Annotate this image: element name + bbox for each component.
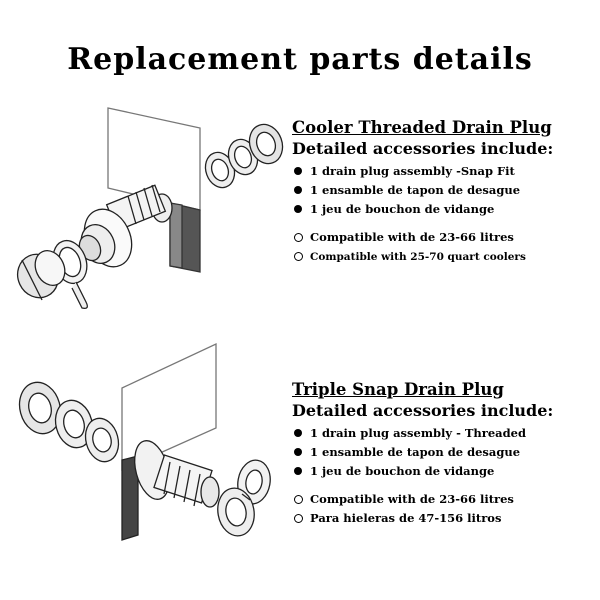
circle-bullet-icon — [294, 233, 303, 242]
cooler-wall-top — [121, 342, 217, 472]
list-item: 1 ensamble de tapon de desague — [292, 443, 592, 462]
bullet-icon — [294, 167, 302, 175]
cooler-wall-side — [121, 455, 139, 541]
bullet-icon — [294, 429, 302, 437]
bullet-icon — [294, 448, 302, 456]
list-item: 1 drain plug assembly - Threaded — [292, 424, 592, 443]
section-subtitle: Detailed accessories include: — [292, 401, 554, 420]
list-item: 1 jeu de bouchon de vidange — [292, 200, 592, 219]
accessory-list: 1 drain plug assembly - Threaded 1 ensam… — [292, 424, 592, 481]
circle-bullet-icon — [294, 252, 303, 261]
list-item: 1 drain plug assembly -Snap Fit — [292, 162, 592, 181]
list-item: 1 ensamble de tapon de desague — [292, 181, 592, 200]
circle-bullet-icon — [294, 514, 303, 523]
compatibility-list: Compatible with de 23-66 litres Compatib… — [292, 228, 592, 267]
list-item: Compatible with de 23-66 litres — [292, 490, 592, 509]
list-item: Para hieleras de 47-156 litros — [292, 509, 592, 528]
list-item: Compatible with 25-70 quart coolers — [292, 247, 592, 267]
threaded-plug-diagram — [16, 107, 284, 310]
section-title: Cooler Threaded Drain Plug — [292, 118, 552, 137]
bullet-icon — [294, 467, 302, 475]
section-title: Triple Snap Drain Plug — [292, 380, 504, 399]
section-subtitle: Detailed accessories include: — [292, 139, 554, 158]
section-threaded-plug: Cooler Threaded Drain Plug Detailed acce… — [292, 118, 592, 267]
section-snap-plug: Triple Snap Drain Plug Detailed accessor… — [292, 380, 592, 528]
accessory-list: 1 drain plug assembly -Snap Fit 1 ensamb… — [292, 162, 592, 219]
circle-bullet-icon — [294, 495, 303, 504]
bullet-icon — [294, 186, 302, 194]
list-item: Compatible with de 23-66 litres — [292, 228, 592, 247]
page-title: Replacement parts details — [67, 42, 533, 77]
list-item: 1 jeu de bouchon de vidange — [292, 462, 592, 481]
compatibility-list: Compatible with de 23-66 litres Para hie… — [292, 490, 592, 528]
snap-plug-diagram — [18, 342, 271, 541]
bullet-icon — [294, 205, 302, 213]
